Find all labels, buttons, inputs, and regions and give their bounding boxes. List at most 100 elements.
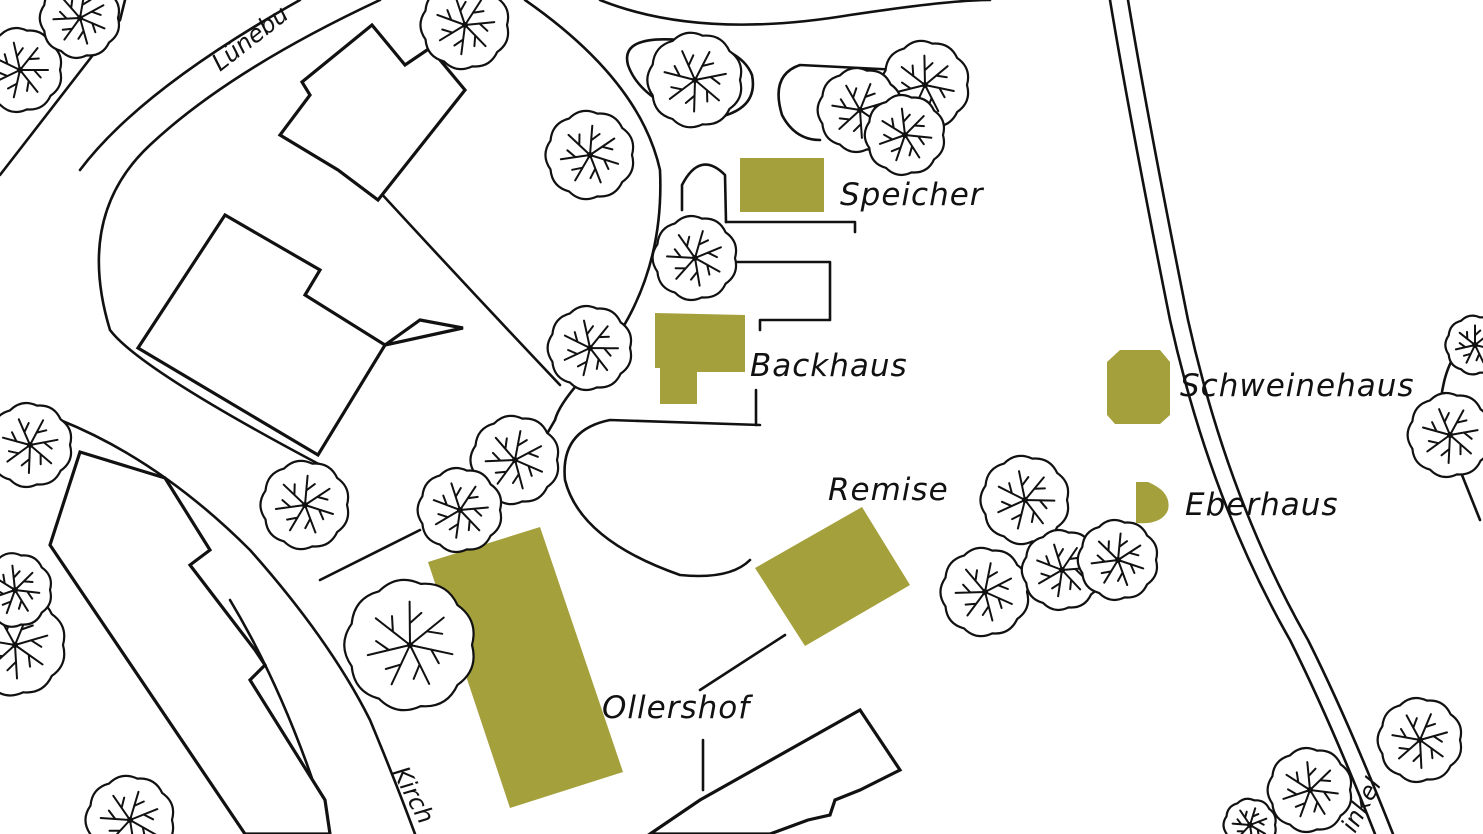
label-backhaus: Backhaus: [750, 348, 908, 384]
road-kirch-right: [58, 418, 417, 834]
tree-branches: [274, 474, 334, 534]
building-speicher: [740, 158, 824, 212]
parcel-loop: [680, 163, 728, 224]
tree-trunk: [1022, 497, 1028, 503]
tree-branches: [1282, 761, 1339, 818]
tree-trunk: [457, 507, 463, 513]
historic-buildings: [428, 158, 1170, 808]
tree-trunk: [302, 502, 308, 508]
building-schweinehaus: [1107, 350, 1170, 424]
tree-branches: [484, 430, 543, 490]
tree-trunk: [1307, 787, 1313, 793]
tree-icon: [546, 304, 633, 392]
garden-bed-right: [777, 63, 902, 142]
tree-trunk: [982, 589, 988, 595]
tree-icon: [469, 414, 560, 506]
label-schweinehaus: Schweinehaus: [1180, 368, 1415, 404]
tree-trunk: [27, 442, 33, 448]
road-top-arc: [598, 0, 992, 26]
tree-branches: [0, 612, 49, 680]
tree-icon: [544, 109, 635, 201]
tree-branches: [1231, 807, 1268, 834]
building-bottom-center: [647, 707, 903, 834]
tree-branches: [366, 600, 454, 686]
tree-trunk: [587, 152, 593, 158]
tree-crown: [1406, 391, 1483, 479]
tree-branches: [559, 124, 620, 184]
label-ollershof: Ollershof: [602, 690, 753, 726]
tree-trunk: [692, 77, 698, 83]
tree-branches: [436, 0, 496, 56]
tree-trunk: [77, 15, 83, 21]
tree-trunk: [1059, 567, 1065, 573]
street-label-lueneburger: Lünebu: [206, 0, 293, 77]
tree-branches: [2, 418, 59, 474]
tree-icon: [1376, 696, 1463, 784]
tree-trunk: [902, 132, 908, 138]
tree-crown: [1444, 314, 1483, 376]
tree-icon: [0, 401, 73, 489]
tree-branches: [954, 562, 1013, 622]
tree-icon: [646, 31, 743, 129]
tree-icon: [84, 774, 175, 834]
building-middle-left: [135, 212, 464, 458]
tree-trunk: [1447, 432, 1453, 438]
road-connector: [318, 528, 422, 582]
tree-trunk: [1417, 737, 1423, 743]
tree-icon: [0, 26, 63, 114]
tree-branches: [1391, 713, 1448, 769]
building-eberhaus: [1136, 482, 1169, 524]
building-ollershof: [428, 527, 623, 808]
tree-branches: [878, 107, 933, 162]
tree-branches: [0, 41, 49, 99]
tree-icon: [651, 214, 738, 302]
label-remise: Remise: [828, 472, 949, 508]
tree-trunk: [1247, 822, 1253, 828]
tree-icon: [0, 552, 53, 628]
tree-trunk: [17, 67, 23, 73]
tree-branches: [663, 50, 727, 113]
building-remise: [755, 507, 910, 646]
tree-trunk: [692, 255, 698, 261]
tree-icon: [1222, 797, 1277, 834]
tree-icon: [1266, 746, 1353, 834]
label-speicher: Speicher: [840, 177, 985, 213]
tree-icon: [1076, 518, 1159, 602]
tree-trunk: [12, 642, 18, 648]
tree-branches: [0, 564, 41, 615]
tree-trunk: [127, 817, 133, 823]
tree-branches: [666, 230, 722, 287]
parcel-backhaus-line: [723, 260, 832, 332]
tree-icon: [863, 93, 946, 177]
tree-icon: [419, 0, 510, 71]
right-road-right: [1126, 0, 1395, 834]
tree-icon: [1444, 314, 1483, 376]
road-inner-curve: [376, 188, 562, 387]
road-center-curve: [518, 0, 662, 482]
tree-branches: [997, 470, 1056, 530]
parcel-speicher-line: [724, 220, 857, 234]
building-bottom-left: [48, 450, 332, 834]
existing-buildings: [48, 22, 903, 834]
tree-icon: [343, 578, 475, 712]
road-lueneburger-outer: [78, 0, 302, 172]
tree-branches: [563, 319, 619, 377]
tree-trunk: [462, 22, 468, 28]
tree-icon: [38, 0, 121, 60]
street-label-kirch: Kirch: [387, 762, 440, 829]
tree-icon: [1406, 391, 1483, 479]
road-edge-topleft: [0, 0, 127, 177]
tree-trunk: [1115, 557, 1121, 563]
farm-drive: [563, 418, 762, 578]
tree-trunk: [922, 82, 928, 88]
tree-branches: [99, 790, 159, 834]
tree-branches: [432, 482, 489, 539]
building-top-left: [277, 22, 468, 203]
tree-branches: [1422, 408, 1479, 464]
tree-trunk: [512, 457, 518, 463]
tree-icon: [939, 546, 1030, 638]
tree-branches: [1036, 543, 1090, 598]
tree-trunk: [407, 642, 413, 648]
